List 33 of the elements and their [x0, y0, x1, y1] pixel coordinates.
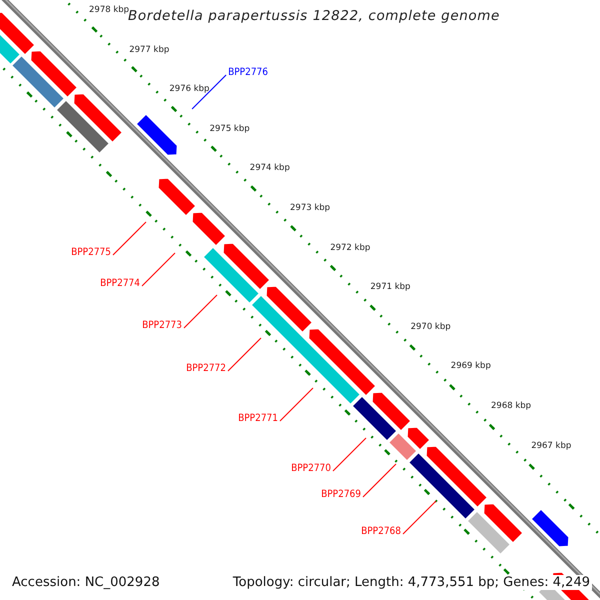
scale-label: 2974 kbp	[250, 164, 290, 173]
gene-label: BPP2776	[228, 68, 268, 78]
leader-line	[192, 74, 227, 110]
scale-label: 2978 kbp	[89, 6, 130, 14]
gene-label: BPP2771	[238, 414, 278, 424]
genome-summary-text: Topology: circular; Length: 4,773,551 bp; Genes: 4,249	[230, 575, 592, 590]
scale-label: 2972 kbp	[330, 244, 370, 252]
title: Bordetella parapertussis 12822, complete genome	[128, 10, 500, 24]
gene-label: BPP2775	[71, 248, 111, 258]
leader-line	[184, 294, 218, 328]
leader-line	[332, 438, 366, 472]
gene-label: BPP2769	[321, 490, 361, 500]
scale-label: 2973 kbp	[290, 204, 330, 212]
leader-line	[112, 222, 146, 256]
leader-line	[402, 500, 436, 534]
gene-label: BPP2774	[100, 279, 140, 289]
scale-label: 2967 kbp	[531, 442, 572, 450]
leader-line	[280, 388, 314, 422]
gene-label: BPP2772	[186, 364, 226, 374]
leader-line	[362, 464, 396, 498]
gene-label: BPP2773	[142, 321, 182, 331]
scale-label: 2970 kbp	[410, 322, 451, 332]
scale-label: 2971 kbp	[370, 283, 410, 292]
scale-label: 2976 kbp	[169, 85, 210, 94]
leader-line	[142, 252, 176, 286]
scale-label: 2968 kbp	[491, 402, 532, 410]
scale-label: 2969 kbp	[450, 362, 491, 371]
gene-label: BPP2770	[291, 464, 331, 474]
gene-label: BPP2768	[361, 527, 401, 537]
leader-line	[228, 338, 262, 372]
scale-label: 2975 kbp	[210, 124, 250, 134]
accession-text: Accession: NC_002928	[10, 575, 162, 590]
scale-label: 2977 kbp	[129, 46, 170, 54]
